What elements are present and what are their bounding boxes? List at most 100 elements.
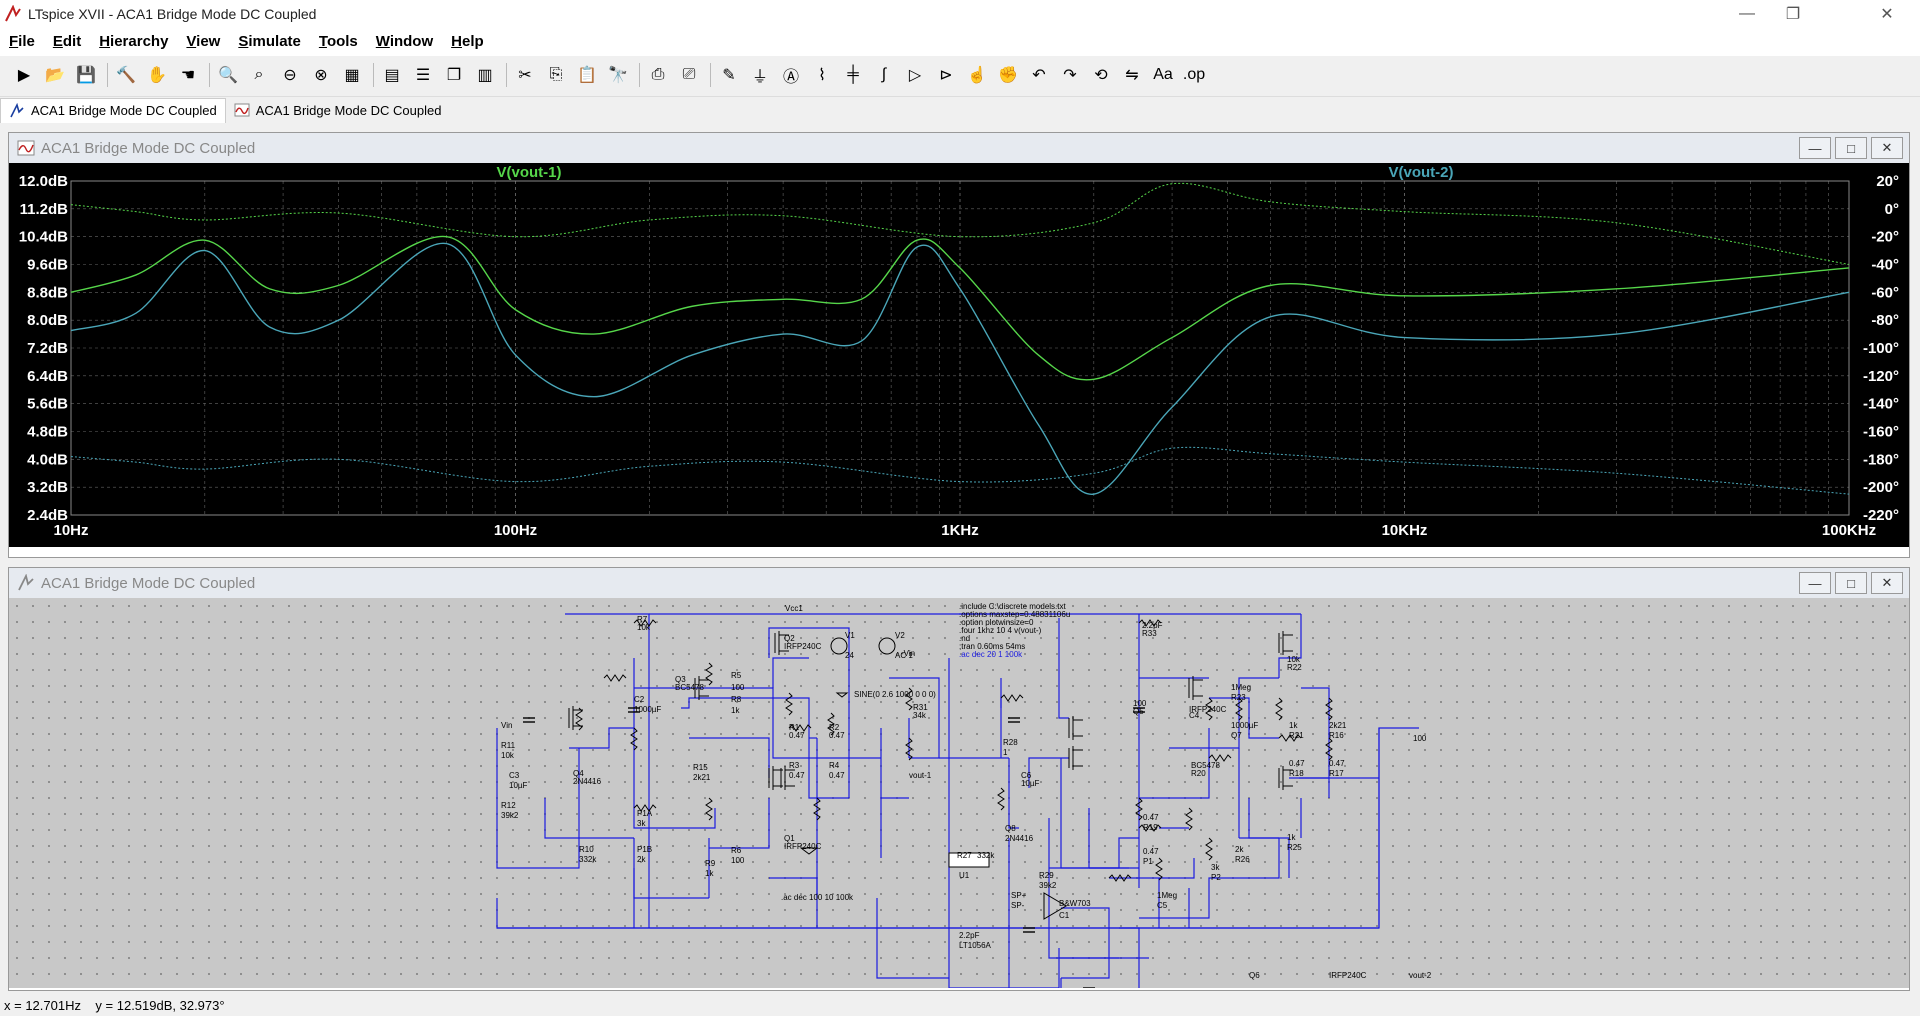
zoom-out-button[interactable]: ⊖ (276, 61, 304, 89)
transistor[interactable] (1068, 746, 1083, 770)
schematic-label[interactable]: .nd (959, 634, 970, 643)
schematic-label[interactable]: Q4 (573, 769, 584, 778)
resistor[interactable] (1205, 697, 1213, 721)
schematic-label[interactable]: Vin (501, 721, 512, 730)
schematic-label[interactable]: R7 (637, 615, 648, 624)
schematic-label[interactable]: U1 (959, 871, 970, 880)
wire[interactable] (1248, 798, 1279, 839)
schematic-label[interactable]: 0.47 (1143, 847, 1159, 856)
tab-schematic[interactable]: ACA1 Bridge Mode DC Coupled (0, 97, 226, 123)
schematic-label[interactable]: 0.47 (789, 731, 805, 740)
transistor[interactable] (1188, 676, 1203, 700)
tile-horizontal-button[interactable]: ☰ (409, 61, 437, 89)
schematic-label[interactable]: Vcc1 (785, 604, 803, 613)
schematic-label[interactable]: 0.47 (1289, 759, 1305, 768)
speaker-load-block[interactable] (948, 852, 990, 868)
schematic-label[interactable]: R28 (1003, 738, 1018, 747)
schematic-label[interactable]: R2 (829, 723, 840, 732)
trace-label-2[interactable]: V(vout-2) (1389, 164, 1454, 181)
wire[interactable] (544, 798, 634, 839)
move-button[interactable]: ☝ (963, 61, 991, 89)
schematic-label[interactable]: 10µF (509, 781, 528, 790)
transistor[interactable] (694, 676, 709, 700)
schematic-label[interactable]: Q6 (1249, 971, 1260, 980)
resistor[interactable] (630, 727, 638, 751)
resistor[interactable] (788, 724, 812, 732)
schematic-label[interactable]: C5 (1157, 901, 1168, 910)
transistor[interactable] (780, 766, 795, 790)
schematic-label[interactable]: 2k (637, 855, 646, 864)
resistor[interactable] (785, 692, 793, 716)
schematic-label[interactable]: Q5 (1133, 707, 1144, 716)
inductor-button[interactable]: ∫ (870, 61, 898, 89)
schematic-maximize-button[interactable]: □ (1835, 572, 1867, 594)
series-2-phase[interactable] (70, 446, 1850, 495)
schematic-label[interactable]: R23 (1231, 693, 1246, 702)
pan-hand-button[interactable]: ☚ (174, 61, 202, 89)
schematic-label[interactable]: 0.47 (789, 771, 805, 780)
menu-simulate[interactable]: Simulate (229, 28, 310, 56)
control-panel-button[interactable]: 🔨 (112, 61, 140, 89)
schematic-label[interactable]: 39k2 (501, 811, 519, 820)
wire[interactable] (709, 697, 849, 799)
resistor[interactable] (1138, 824, 1162, 832)
resistor[interactable] (603, 674, 627, 682)
schematic-label[interactable]: 1Meg (1231, 683, 1251, 692)
resistor[interactable] (1185, 807, 1193, 831)
cascade-button[interactable]: ❐ (440, 61, 468, 89)
schematic-label[interactable]: V2 (895, 631, 905, 640)
schematic-label[interactable]: C1 (1059, 911, 1070, 920)
op-amp[interactable] (1043, 892, 1067, 920)
resistor[interactable] (905, 737, 913, 761)
menu-hierarchy[interactable]: Hierarchy (90, 28, 177, 56)
wire[interactable] (1139, 728, 1210, 799)
schematic-label[interactable]: .four 1khz 10 4 v(vout-) (959, 626, 1042, 635)
schematic-label[interactable]: 100 (731, 856, 745, 865)
schematic-label[interactable]: 10k (501, 751, 515, 760)
copy-button[interactable]: ⎘ (542, 61, 570, 89)
schematic-label[interactable]: .options maxstep=0.48831106u (959, 610, 1070, 619)
wire[interactable] (768, 627, 850, 658)
transistor[interactable] (1068, 716, 1083, 740)
schematic-label[interactable]: R19 (1143, 823, 1158, 832)
schematic-label[interactable]: B&W703 (1059, 899, 1091, 908)
schematic-label[interactable]: R16 (1329, 731, 1344, 740)
menu-edit[interactable]: Edit (44, 28, 90, 56)
schematic-label[interactable]: 2k (1235, 845, 1244, 854)
schematic-label[interactable]: R4 (829, 761, 840, 770)
schematic-label[interactable]: R21 (1289, 731, 1304, 740)
schematic-label[interactable]: R15 (693, 763, 708, 772)
schematic-minimize-button[interactable]: — (1799, 572, 1831, 594)
capacitor-button[interactable]: ╪ (839, 61, 867, 89)
zoom-area-button[interactable]: ⌕ (245, 61, 273, 89)
tile-vertical-button[interactable]: ▥ (471, 61, 499, 89)
text-button[interactable]: Aa (1149, 61, 1177, 89)
schematic-label[interactable]: R12 (501, 801, 516, 810)
waveform-maximize-button[interactable]: □ (1835, 137, 1867, 159)
transistor[interactable] (568, 706, 583, 730)
schematic-label[interactable]: 0.47 (1329, 759, 1345, 768)
schematic-label[interactable]: 1k (731, 706, 740, 715)
schematic-label[interactable]: 0.47 (829, 731, 845, 740)
schematic-label[interactable]: Q8 (1005, 824, 1016, 833)
run-button[interactable]: ▶ (10, 61, 38, 89)
voltage-source[interactable] (830, 637, 848, 655)
schematic-label[interactable]: C2 (634, 695, 645, 704)
schematic-label[interactable]: 2k21 (1329, 721, 1347, 730)
schematic-label[interactable]: 2k21 (693, 773, 711, 782)
label-net-button[interactable]: Ⓐ (777, 61, 805, 89)
schematic-label[interactable]: BC5478 (675, 683, 704, 692)
halt-button[interactable]: ✋ (143, 61, 171, 89)
resistor-button[interactable]: ⌇ (808, 61, 836, 89)
find-button[interactable]: 🔭 (604, 61, 632, 89)
schematic-label[interactable]: R31 (913, 703, 928, 712)
resistor[interactable] (705, 797, 713, 821)
resistor[interactable] (1138, 619, 1162, 627)
schematic-label[interactable]: 100 (731, 683, 745, 692)
menu-window[interactable]: Window (367, 28, 442, 56)
rotate-button[interactable]: ⟲ (1087, 61, 1115, 89)
